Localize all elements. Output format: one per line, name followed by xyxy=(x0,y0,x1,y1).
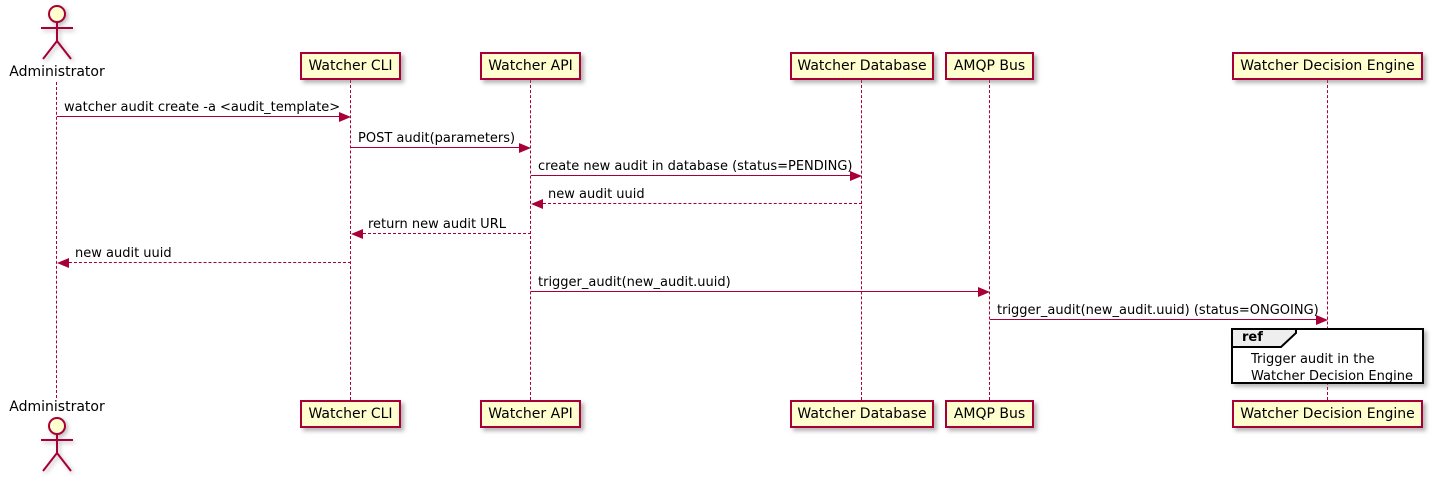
lifeline-watcher-decision-engine xyxy=(1327,80,1328,400)
participant-watcher-database-top: Watcher Database xyxy=(790,52,934,80)
arrowhead-icon xyxy=(351,229,363,239)
message-label: trigger_audit(new_audit.uuid) xyxy=(538,275,731,290)
participant-watcher-database-bottom: Watcher Database xyxy=(790,400,934,428)
message-label: trigger_audit(new_audit.uuid) (status=ON… xyxy=(997,303,1319,318)
participant-amqp-bus-bottom: AMQP Bus xyxy=(945,400,1034,428)
actor-label-top: Administrator xyxy=(9,64,105,80)
arrowhead-icon xyxy=(531,199,543,209)
ref-fragment: ref Trigger audit in the Watcher Decisio… xyxy=(1231,328,1424,384)
ref-text-line2: Watcher Decision Engine xyxy=(1251,369,1413,384)
arrowhead-icon xyxy=(850,171,862,181)
message-label: new audit uuid xyxy=(75,246,172,261)
arrowhead-icon xyxy=(57,258,69,268)
arrowhead-icon xyxy=(1316,315,1328,325)
message-line xyxy=(531,291,978,292)
lifeline-watcher-api xyxy=(530,80,531,400)
message-line xyxy=(543,203,862,204)
message-line xyxy=(57,116,339,117)
lifeline-watcher-database xyxy=(861,80,862,400)
lifeline-administrator xyxy=(56,82,57,398)
message-line xyxy=(69,262,351,263)
participant-watcher-api-bottom: Watcher API xyxy=(480,400,581,428)
message-line xyxy=(531,175,850,176)
ref-text: Trigger audit in the Watcher Decision En… xyxy=(1251,351,1413,385)
participant-watcher-cli-bottom: Watcher CLI xyxy=(300,400,401,428)
message-label: POST audit(parameters) xyxy=(358,131,516,146)
actor-icon xyxy=(41,417,73,472)
actor-label-bottom: Administrator xyxy=(9,399,105,415)
actor-icon xyxy=(41,5,73,60)
arrowhead-icon xyxy=(519,143,531,153)
arrowhead-icon xyxy=(339,112,351,122)
ref-text-line1: Trigger audit in the xyxy=(1251,352,1375,367)
lifeline-watcher-cli xyxy=(350,80,351,400)
message-line xyxy=(351,147,519,148)
message-line xyxy=(363,233,531,234)
participant-watcher-api-top: Watcher API xyxy=(480,52,581,80)
arrowhead-icon xyxy=(978,287,990,297)
participant-amqp-bus-top: AMQP Bus xyxy=(945,52,1034,80)
participant-watcher-decision-engine-bottom: Watcher Decision Engine xyxy=(1232,400,1423,428)
lifeline-amqp-bus xyxy=(989,80,990,400)
participant-watcher-decision-engine-top: Watcher Decision Engine xyxy=(1232,52,1423,80)
ref-keyword: ref xyxy=(1242,330,1263,345)
message-label: create new audit in database (status=PEN… xyxy=(538,159,853,174)
participant-watcher-cli-top: Watcher CLI xyxy=(300,52,401,80)
message-label: new audit uuid xyxy=(548,187,645,202)
message-label: watcher audit create -a <audit_template> xyxy=(64,100,341,115)
message-line xyxy=(990,319,1316,320)
ref-tab-icon xyxy=(1231,328,1297,348)
message-label: return new audit URL xyxy=(368,217,506,232)
